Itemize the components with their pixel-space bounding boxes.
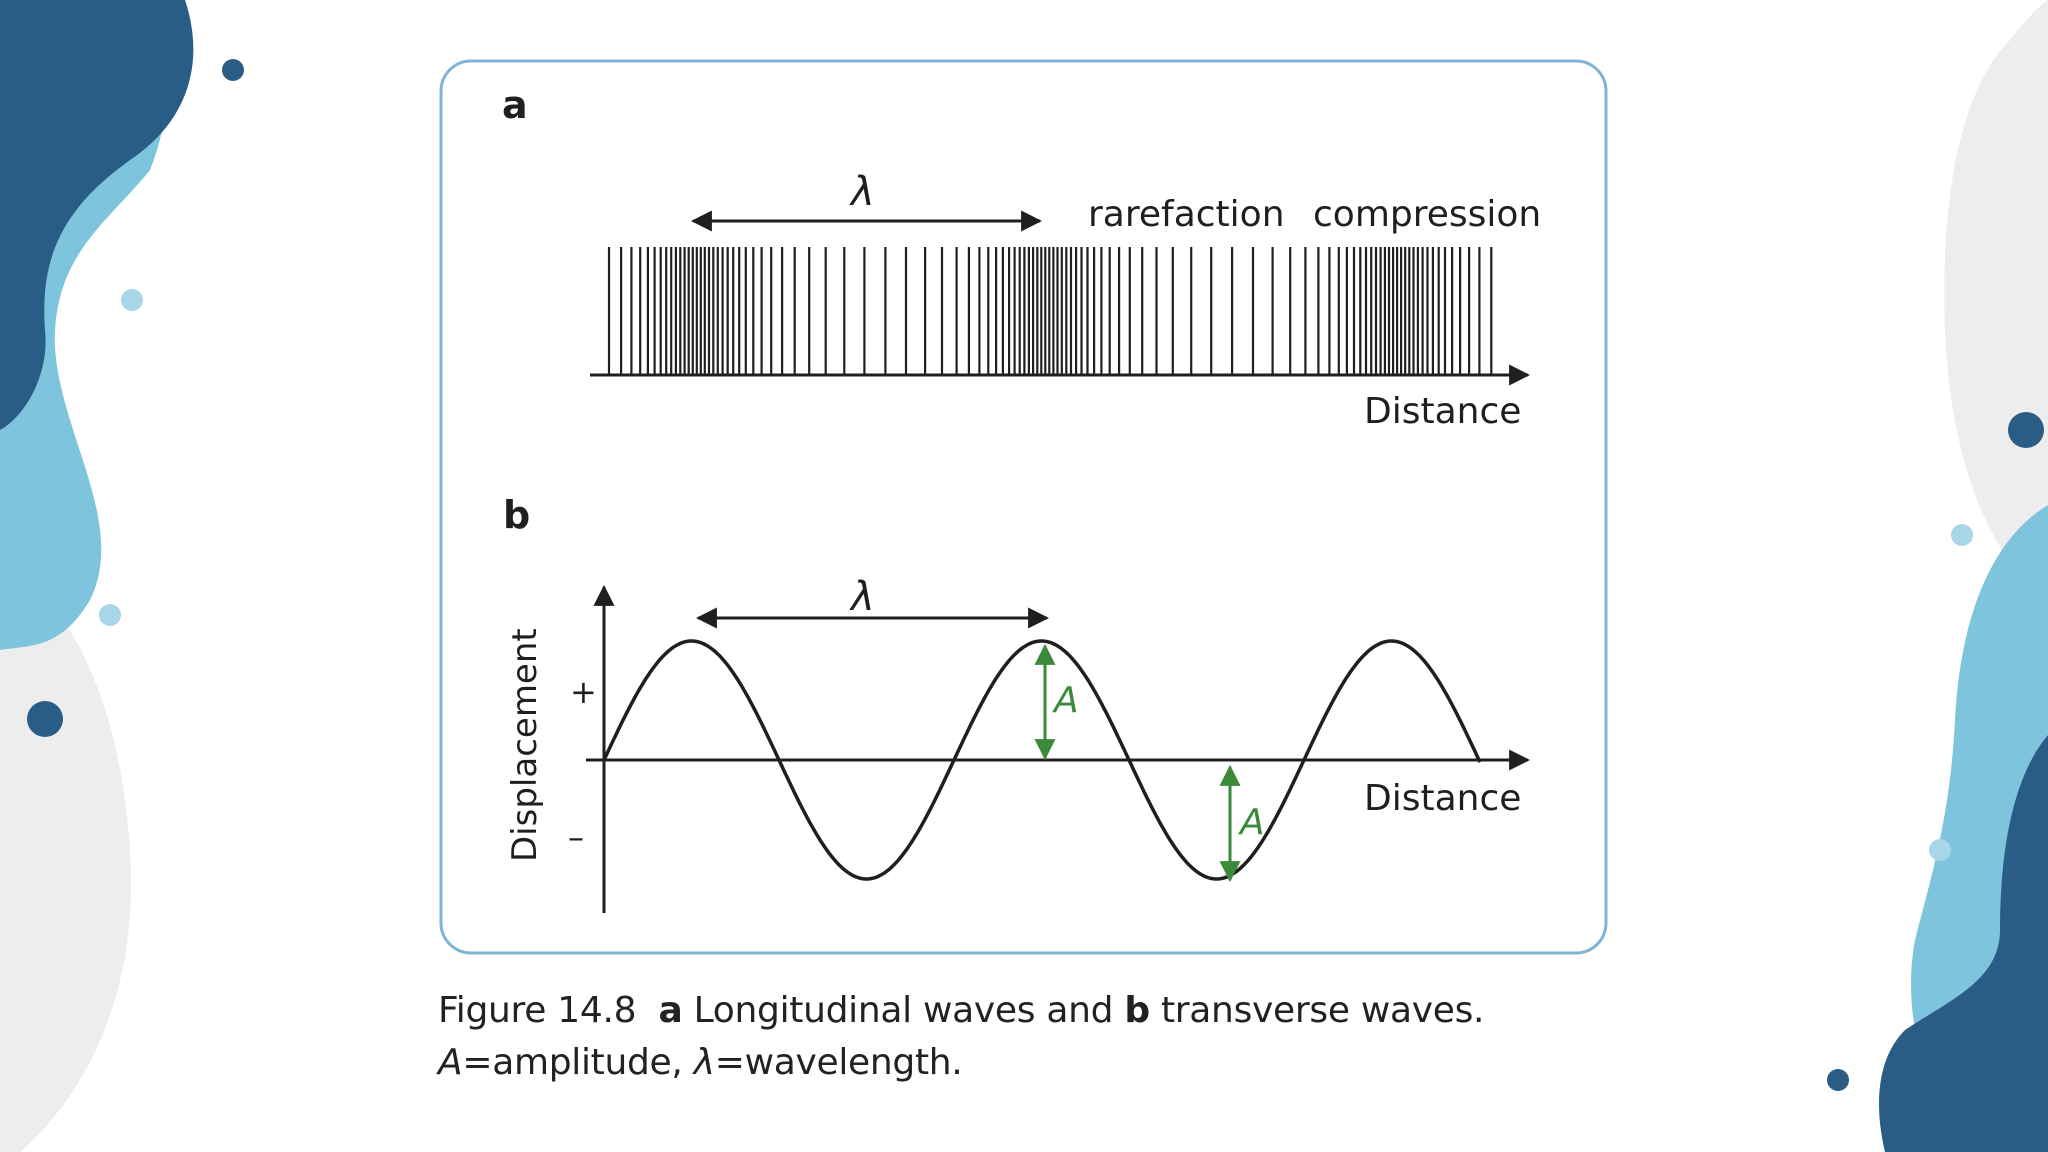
displacement-label: Displacement (505, 628, 545, 862)
decor-dot (1827, 1069, 1849, 1091)
caption-wavelength-text: =wavelength. (714, 1042, 963, 1083)
longitudinal-wave-lines (607, 247, 1493, 375)
figure-caption: Figure 14.8 a Longitudinal waves and b t… (438, 985, 1485, 1089)
decor-dot (99, 604, 121, 626)
distance-label-a: Distance (1364, 391, 1521, 432)
caption-amplitude-text: =amplitude, (462, 1042, 683, 1083)
decor-dot (121, 289, 143, 311)
decor-dot (222, 59, 244, 81)
caption-line-1: Figure 14.8 a Longitudinal waves and b t… (438, 985, 1485, 1037)
minus-sign: – (568, 818, 584, 856)
caption-line-2: A=amplitude, λ=wavelength. (438, 1037, 1484, 1089)
amplitude-label-1: A (1052, 680, 1079, 721)
panel-a-label: a (502, 83, 528, 127)
right-dark-blue-blob (1879, 735, 2048, 1152)
rarefaction-label: rarefaction (1088, 194, 1285, 235)
caption-b-letter: b (1124, 990, 1150, 1031)
distance-label-b: Distance (1364, 778, 1521, 819)
caption-wavelength-symbol: λ (693, 1042, 715, 1083)
caption-amplitude-symbol: A (438, 1042, 463, 1083)
decor-dot (27, 701, 63, 737)
decor-dot (1951, 524, 1973, 546)
decor-dot (2008, 412, 2044, 448)
transverse-wave-curve (602, 639, 1482, 881)
right-gray-blob (1944, 0, 2048, 600)
plus-sign: + (570, 673, 597, 711)
caption-a-letter: a (658, 990, 683, 1031)
wavelength-symbol-b: λ (849, 574, 875, 620)
panel-b-label: b (503, 493, 530, 537)
left-dark-blue-blob (0, 0, 194, 430)
caption-a-text: Longitudinal waves and (693, 990, 1114, 1031)
figure-number: Figure 14.8 (438, 990, 637, 1031)
amplitude-label-2: A (1238, 802, 1265, 843)
decor-dot (1929, 839, 1951, 861)
caption-b-text: transverse waves. (1160, 990, 1485, 1031)
compression-label: compression (1313, 194, 1541, 235)
wavelength-symbol-a: λ (849, 169, 875, 215)
